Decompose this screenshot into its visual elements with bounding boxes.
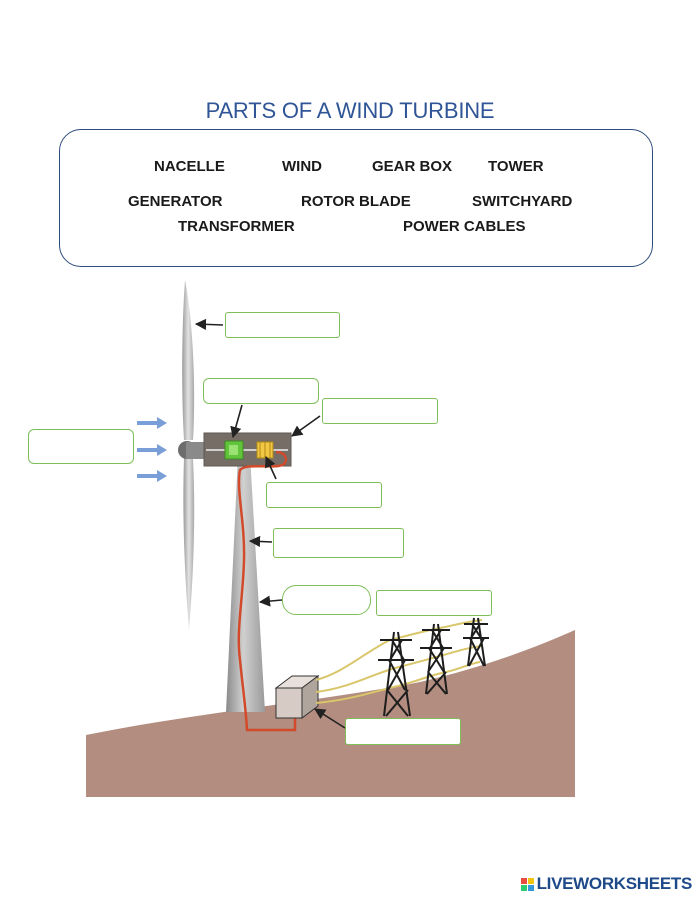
- pylon-3: [463, 617, 489, 667]
- power-cable-line: [237, 450, 297, 732]
- answer-box-tower[interactable]: [273, 528, 404, 558]
- word-bank: NACELLE WIND GEAR BOX TOWER GENERATOR RO…: [59, 129, 653, 267]
- brand-logo-icon: [520, 877, 534, 891]
- word-bank-item[interactable]: TRANSFORMER: [178, 218, 295, 235]
- pointer-arrows: [194, 318, 346, 729]
- tower-shape: [226, 455, 265, 712]
- word-bank-item[interactable]: ROTOR BLADE: [301, 193, 411, 210]
- brand-watermark: LIVEWORKSHEETS: [520, 874, 693, 894]
- logo-square: [520, 884, 527, 891]
- answer-box-gear-box[interactable]: [203, 378, 319, 404]
- logo-square: [520, 877, 527, 884]
- answer-box-nacelle[interactable]: [322, 398, 438, 424]
- answer-box-generator[interactable]: [266, 482, 382, 508]
- rotor-blade-lower: [183, 458, 195, 630]
- brand-name: LIVEWORKSHEETS: [536, 874, 693, 893]
- answer-box-transformer[interactable]: [345, 718, 461, 745]
- answer-box-wind[interactable]: [28, 429, 134, 464]
- word-bank-item[interactable]: SWITCHYARD: [472, 193, 573, 210]
- word-bank-item[interactable]: NACELLE: [154, 158, 225, 175]
- pylon-2: [420, 623, 452, 695]
- logo-square: [527, 884, 534, 891]
- page-title: PARTS OF A WIND TURBINE: [205, 98, 495, 123]
- answer-box-switchyard[interactable]: [376, 590, 492, 616]
- word-bank-item[interactable]: POWER CABLES: [403, 218, 526, 235]
- wind-arrows: [137, 417, 167, 482]
- logo-square: [527, 877, 534, 884]
- word-bank-item[interactable]: WIND: [282, 158, 322, 175]
- word-bank-item[interactable]: TOWER: [488, 158, 544, 175]
- word-bank-item[interactable]: GEAR BOX: [372, 158, 453, 175]
- answer-box-power-cables[interactable]: [282, 585, 371, 615]
- word-bank-item[interactable]: GENERATOR: [128, 193, 223, 210]
- rotor-blade-upper: [182, 280, 195, 440]
- pylon-1: [378, 631, 414, 717]
- transformer-shape: [275, 687, 303, 719]
- answer-box-rotor-blade[interactable]: [225, 312, 340, 338]
- hill-ground: [86, 630, 575, 797]
- nacelle-nose: [186, 442, 206, 459]
